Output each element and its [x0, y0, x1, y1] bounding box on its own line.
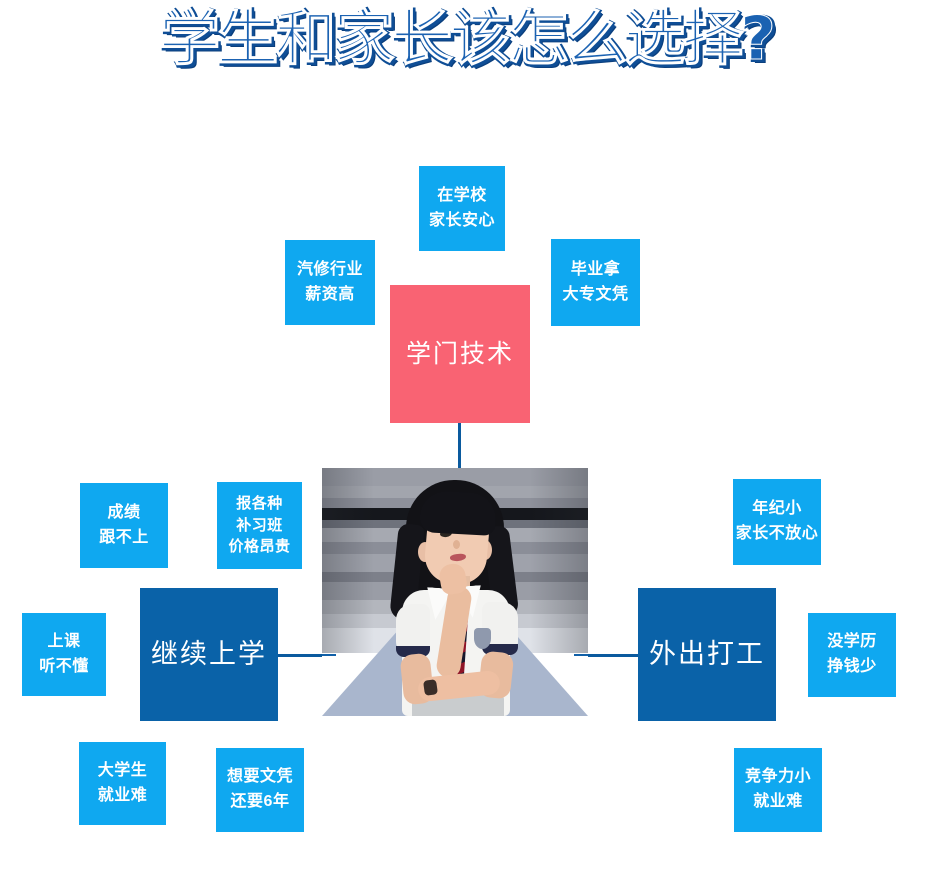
branch-school-bad-grades[interactable]: 成绩 跟不上	[80, 483, 168, 568]
cuff-right	[482, 644, 518, 655]
branch-school-grad-unemployment-line1: 大学生	[97, 761, 148, 779]
branch-school-cant-follow-class[interactable]: 上课 听不懂	[22, 613, 106, 696]
branch-school-tutoring-cost[interactable]: 报各种 补习班 价格昂贵	[217, 482, 302, 569]
connector-left-horizontal	[278, 654, 330, 657]
branch-skill-auto-industry[interactable]: 汽修行业 薪资高	[285, 240, 375, 325]
connector-right-horizontal	[580, 654, 640, 657]
branch-skill-diploma-line2: 大专文凭	[562, 285, 629, 303]
branch-school-six-more-years-line2: 还要6年	[230, 793, 290, 810]
branch-work-low-pay-line2: 挣钱少	[827, 658, 877, 675]
branch-work-low-pay-line1: 没学历	[827, 633, 877, 651]
sleeve-left	[396, 604, 430, 654]
cuff-left	[396, 646, 430, 657]
node-go-out-to-work[interactable]: 外出打工	[638, 588, 776, 721]
branch-skill-at-school[interactable]: 在学校 家长安心	[419, 166, 505, 251]
branch-school-tutoring-cost-line3: 价格昂贵	[228, 538, 291, 556]
branch-school-tutoring-cost-line1: 报各种	[236, 494, 283, 512]
node-learn-a-skill-label: 学门技术	[405, 340, 514, 368]
connector-center-vertical	[458, 423, 461, 470]
node-keep-schooling[interactable]: 继续上学	[140, 588, 278, 721]
branch-school-six-more-years[interactable]: 想要文凭 还要6年	[216, 748, 304, 832]
photo-vignette-right	[530, 468, 588, 653]
branch-work-too-young-line2: 家长不放心	[735, 525, 819, 542]
branch-work-low-competitiveness[interactable]: 竞争力小 就业难	[734, 748, 822, 832]
node-go-out-to-work-label: 外出打工	[649, 639, 765, 670]
branch-skill-diploma[interactable]: 毕业拿 大专文凭	[551, 239, 640, 326]
branch-skill-diploma-line1: 毕业拿	[570, 260, 621, 278]
page-title: 学生和家长该怎么选择?	[158, 4, 776, 74]
wrist-band	[423, 679, 438, 696]
branch-school-cant-follow-class-line1: 上课	[47, 632, 81, 650]
branch-skill-at-school-line1: 在学校	[437, 186, 487, 204]
branch-school-grad-unemployment[interactable]: 大学生 就业难	[79, 742, 166, 825]
branch-work-too-young-line1: 年纪小	[752, 500, 802, 518]
branch-work-low-competitiveness-line1: 竞争力小	[744, 768, 811, 786]
branch-school-cant-follow-class-line2: 听不懂	[39, 657, 89, 675]
photo-vignette-left	[322, 468, 374, 653]
branch-skill-auto-industry-line2: 薪资高	[305, 285, 355, 303]
student-photo	[322, 468, 588, 716]
connector-stub-right	[574, 654, 588, 656]
branch-work-low-competitiveness-line2: 就业难	[753, 793, 803, 810]
branch-school-bad-grades-line2: 跟不上	[99, 528, 149, 546]
branch-work-low-pay[interactable]: 没学历 挣钱少	[808, 613, 896, 697]
branch-work-too-young[interactable]: 年纪小 家长不放心	[733, 479, 821, 565]
branch-school-six-more-years-line1: 想要文凭	[226, 768, 293, 786]
branch-skill-at-school-line2: 家长安心	[428, 211, 495, 229]
nose	[453, 540, 460, 549]
title-banner: 学生和家长该怎么选择?	[0, 4, 931, 74]
node-keep-schooling-label: 继续上学	[151, 639, 267, 670]
branch-school-bad-grades-line1: 成绩	[107, 503, 141, 521]
student-figure	[322, 468, 588, 716]
school-crest-badge	[474, 628, 491, 649]
branch-school-tutoring-cost-line2: 补习班	[236, 516, 283, 534]
branch-skill-auto-industry-line1: 汽修行业	[296, 260, 363, 278]
branch-school-grad-unemployment-line2: 就业难	[97, 786, 148, 804]
connector-stub-left	[322, 654, 336, 656]
node-learn-a-skill[interactable]: 学门技术	[390, 285, 530, 423]
